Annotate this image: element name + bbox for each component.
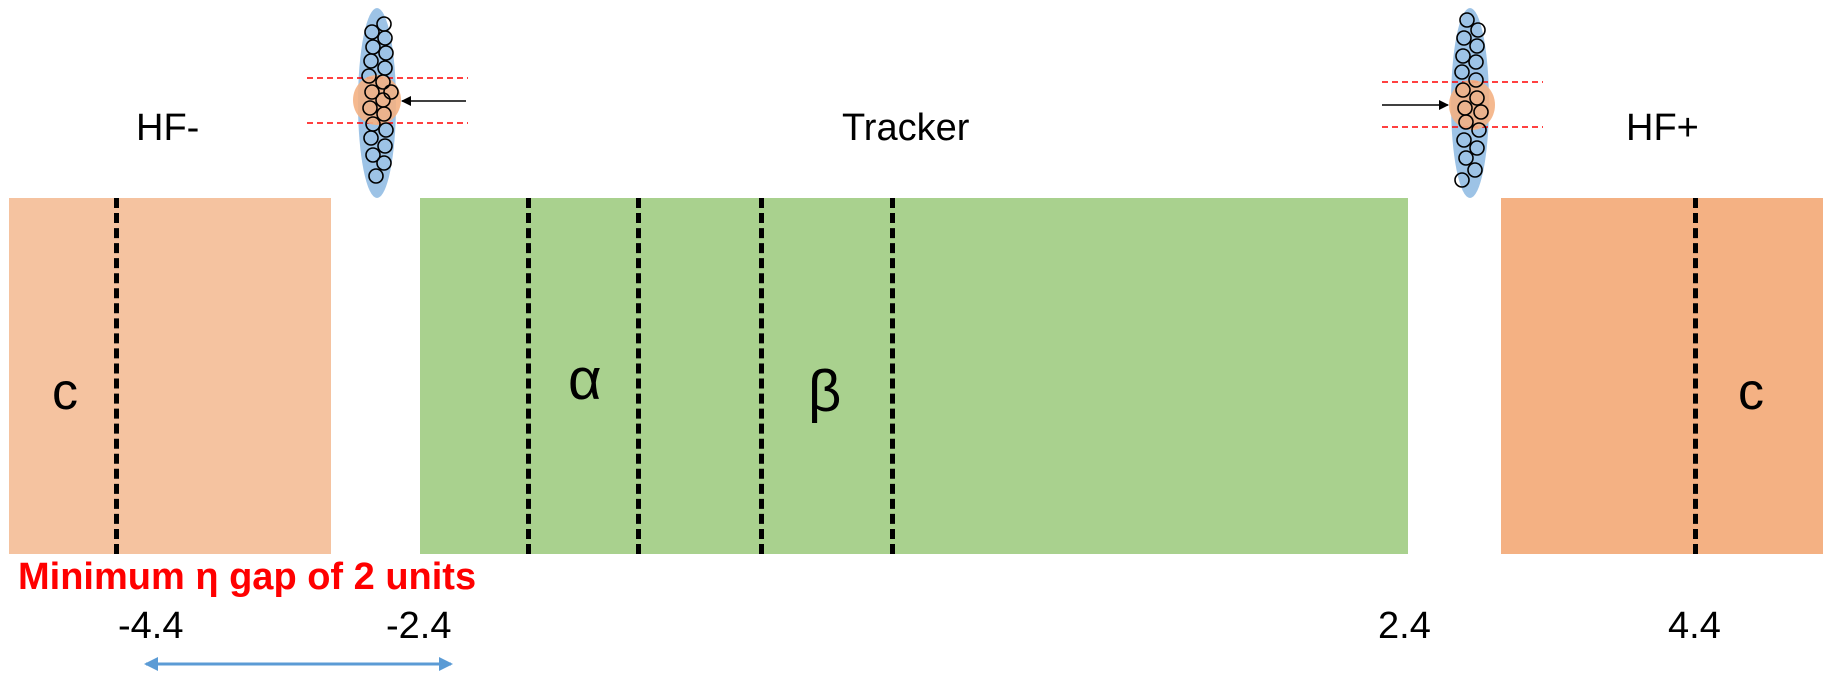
tracker-boundary-line: [759, 198, 764, 554]
hf-minus-c-label: c: [52, 363, 78, 421]
hf-minus-boundary-line: [114, 198, 119, 554]
eta-tick-label: 4.4: [1668, 605, 1721, 647]
eta-tick-label: -4.4: [118, 605, 184, 647]
alpha-label: α: [568, 347, 602, 412]
tracker-boundary-line: [890, 198, 895, 554]
beta-label: β: [808, 359, 842, 424]
hf-minus-region: [9, 198, 331, 554]
eta-tick-label: 2.4: [1378, 605, 1431, 647]
hf-plus-boundary-line: [1693, 198, 1698, 554]
left-beam-bunch-icon: [307, 8, 468, 198]
hf-plus-region: [1501, 198, 1823, 554]
hf-plus-c-label: c: [1738, 363, 1764, 421]
tracker-boundary-line: [636, 198, 641, 554]
hf-plus-label: HF+: [1626, 107, 1699, 149]
tracker-region: [420, 198, 1408, 554]
tracker-label: Tracker: [842, 107, 970, 149]
tracker-boundary-line: [526, 198, 531, 554]
hf-minus-label: HF-: [136, 107, 200, 149]
right-beam-bunch-icon: [1382, 8, 1543, 198]
gap-note: Minimum η gap of 2 units: [18, 556, 477, 598]
eta-tick-label: -2.4: [386, 605, 452, 647]
